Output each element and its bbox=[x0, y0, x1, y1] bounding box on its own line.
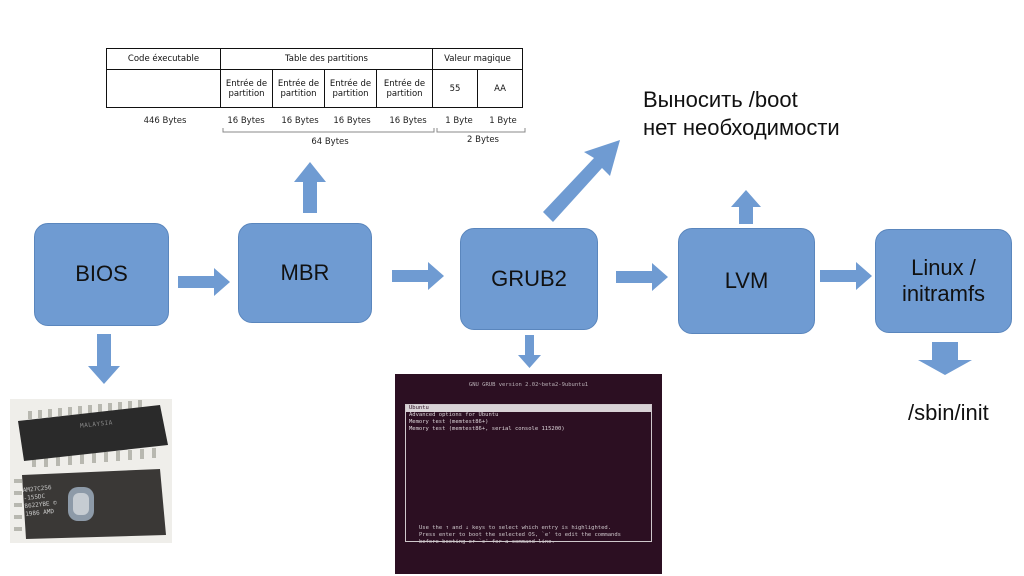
cell-magic-aa: AA bbox=[477, 69, 523, 108]
cell-partition-entry: Entrée de partition bbox=[324, 69, 377, 108]
total-magic-label: 2 Bytes bbox=[467, 135, 499, 145]
node-bios: BIOS bbox=[34, 223, 169, 326]
arrow-right-icon bbox=[392, 262, 444, 290]
node-mbr: MBR bbox=[238, 223, 372, 323]
cell-executable-code bbox=[106, 69, 221, 108]
boot-note-line2: нет необходимости bbox=[643, 114, 840, 140]
node-lvm: LVM bbox=[678, 228, 815, 334]
size-label: 16 Bytes bbox=[227, 116, 265, 126]
boot-note: Выносить /boot нет необходимости bbox=[643, 86, 840, 141]
arrow-down-icon bbox=[918, 342, 972, 375]
node-grub2-label: GRUB2 bbox=[491, 265, 567, 291]
size-label: 16 Bytes bbox=[281, 116, 319, 126]
cell-partition-entry: Entrée de partition bbox=[220, 69, 273, 108]
node-lvm-label: LVM bbox=[724, 267, 769, 293]
node-linux-label-line1: Linux / bbox=[911, 254, 976, 280]
arrow-down-icon bbox=[88, 334, 120, 384]
size-label: 1 Byte bbox=[489, 116, 517, 126]
size-label: 16 Bytes bbox=[389, 116, 427, 126]
arrow-up-icon bbox=[731, 190, 761, 224]
node-linux-label-line2: initramfs bbox=[901, 281, 986, 306]
arrow-down-icon bbox=[518, 335, 541, 368]
grub-boot-screen: GNU GRUB version 2.02~beta2-9ubuntu1 Ubu… bbox=[395, 374, 662, 574]
eprom-chip-image: MALAYSIA AM27C256 -155DC 8622YBE © 1986 … bbox=[10, 399, 172, 543]
total-partitions-label: 64 Bytes bbox=[311, 137, 349, 147]
node-mbr-label: MBR bbox=[280, 260, 330, 285]
grub-menu: Ubuntu Advanced options for Ubuntu Memor… bbox=[405, 404, 652, 542]
size-label: 16 Bytes bbox=[333, 116, 371, 126]
node-linux-initramfs: Linux / initramfs bbox=[875, 229, 1012, 333]
cell-partition-entry: Entrée de partition bbox=[272, 69, 325, 108]
node-grub2: GRUB2 bbox=[460, 228, 598, 330]
mbr-structure-table: Code éxecutable Table des partitions Val… bbox=[106, 48, 523, 108]
sbin-init-label: /sbin/init bbox=[908, 400, 989, 425]
eprom-chip-drawing bbox=[10, 399, 172, 543]
grub-title: GNU GRUB version 2.02~beta2-9ubuntu1 bbox=[468, 382, 589, 388]
arrow-right-icon bbox=[178, 268, 230, 296]
grub-menu-item[interactable]: Ubuntu bbox=[406, 405, 651, 412]
size-label: 1 Byte bbox=[445, 116, 473, 126]
chip-bottom-marking: AM27C256 -155DC 8622YBE © 1986 AMD bbox=[22, 484, 58, 519]
grub-help-text: Use the ↑ and ↓ keys to select which ent… bbox=[419, 525, 621, 545]
cell-magic-55: 55 bbox=[432, 69, 478, 108]
grub-menu-item[interactable]: Advanced options for Ubuntu bbox=[409, 412, 499, 418]
boot-note-line1: Выносить /boot bbox=[643, 87, 798, 112]
grub-menu-item[interactable]: Memory test (memtest86+, serial console … bbox=[409, 426, 565, 432]
arrow-right-icon bbox=[820, 262, 872, 290]
size-label: 446 Bytes bbox=[143, 116, 187, 126]
cell-partition-entry: Entrée de partition bbox=[376, 69, 433, 108]
grub-menu-item[interactable]: Memory test (memtest86+) bbox=[409, 419, 489, 425]
arrow-up-icon bbox=[294, 162, 326, 213]
arrow-right-icon bbox=[616, 263, 668, 291]
arrow-diagonal-icon bbox=[543, 140, 620, 222]
node-bios-label: BIOS bbox=[75, 261, 128, 287]
